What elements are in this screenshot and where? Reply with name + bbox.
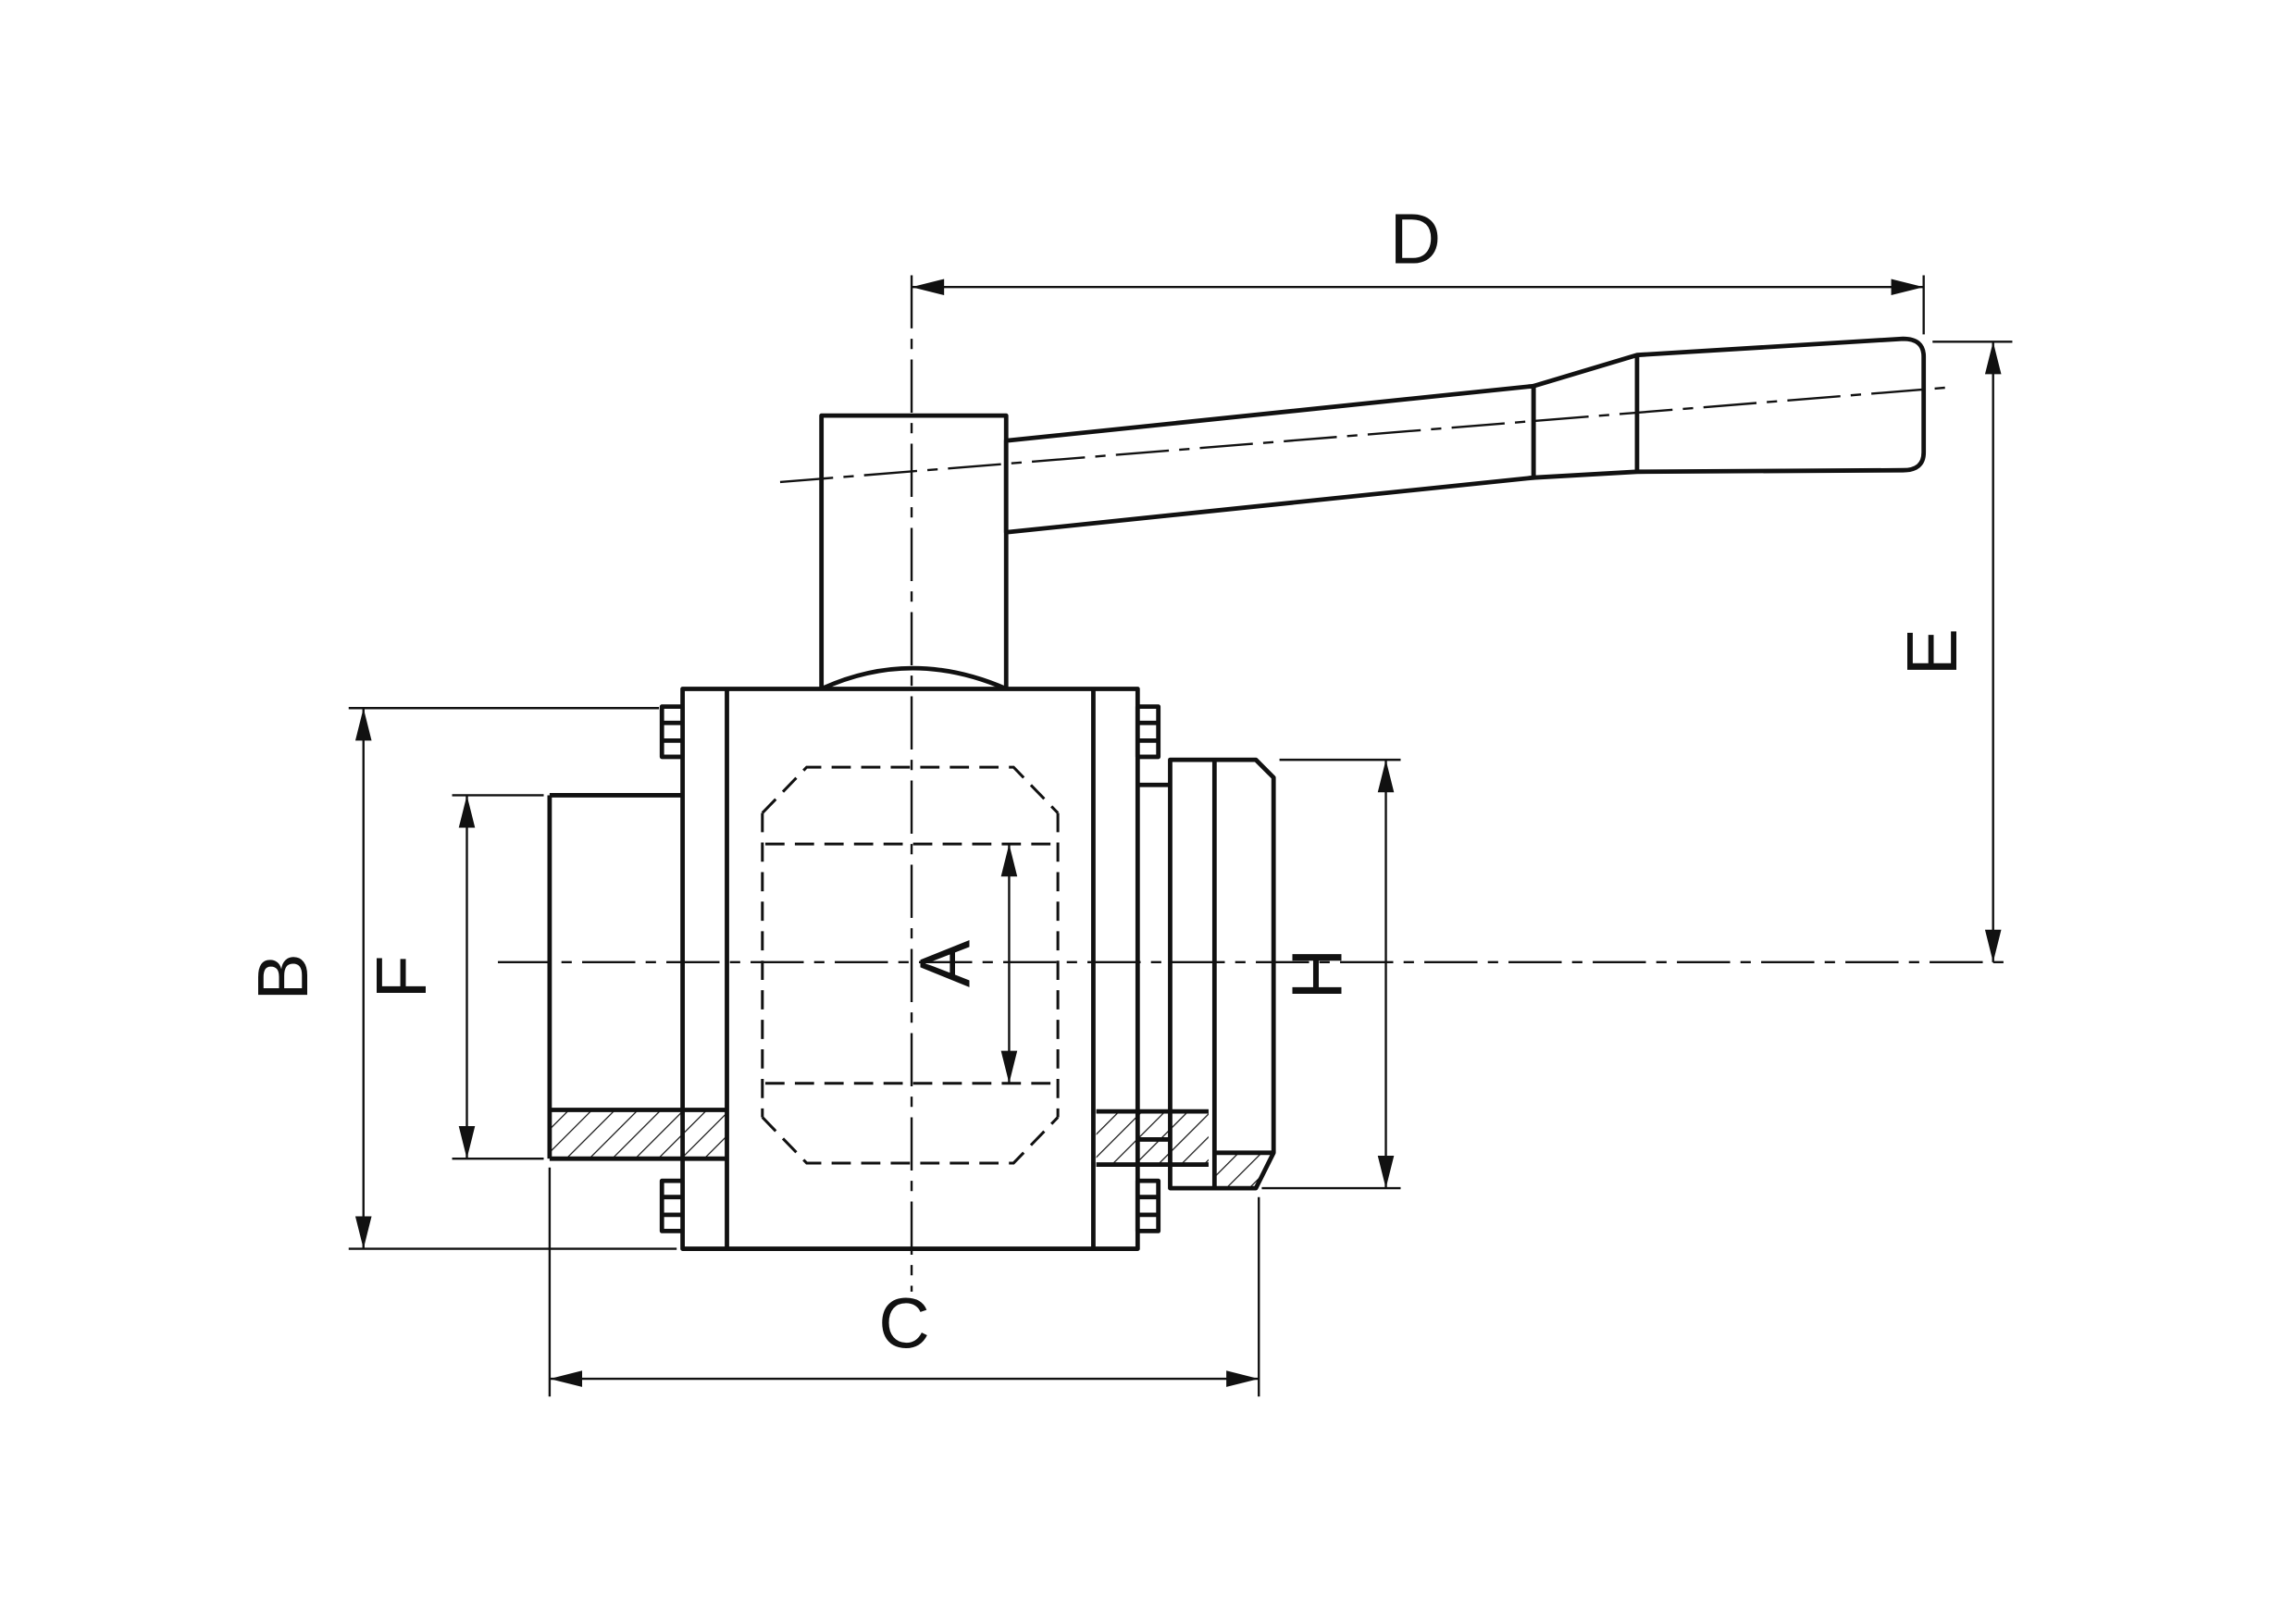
handle-grip <box>1531 336 1927 480</box>
dim-e-arrow-top <box>1984 341 2002 375</box>
dim-b-label: B <box>244 953 323 1000</box>
flange-tab-bottom-left <box>659 1178 685 1233</box>
dim-c-arrow-left <box>549 1370 583 1387</box>
flange-tab-bottom-right <box>1135 1178 1161 1233</box>
handle-rod <box>1003 383 1536 535</box>
dim-e-label: E <box>1893 628 1972 675</box>
dimension-d: D <box>912 201 1925 335</box>
flange-tab-top-right <box>1135 704 1161 760</box>
left-port-section-hatch <box>549 1109 727 1159</box>
union-nut <box>1168 757 1276 1191</box>
dim-a-arrow-bottom <box>1000 1050 1018 1084</box>
dim-f-label: F <box>363 955 441 998</box>
dimension-f: F <box>363 794 544 1160</box>
center-lines <box>498 275 2013 1292</box>
dim-d-arrow-right <box>1891 279 1924 296</box>
right-section-hatch <box>1096 1109 1274 1189</box>
dimension-c: C <box>548 1167 1260 1397</box>
dim-a-arrow-top <box>1000 844 1018 877</box>
valve-stem <box>819 413 1009 689</box>
dim-f-arrow-top <box>458 795 476 828</box>
dimension-e: E <box>1893 341 2013 962</box>
dim-d-arrow-left <box>912 279 945 296</box>
dimension-h: H <box>1261 758 1401 1190</box>
ball-pocket-hidden-outline <box>761 765 1060 1165</box>
flange-tab-top-left <box>659 704 685 760</box>
hidden-lines <box>761 765 1060 1165</box>
dim-e-arrow-bottom <box>1984 929 2002 962</box>
dim-h-label: H <box>1279 948 1358 999</box>
valve-outlines <box>547 336 1927 1251</box>
dim-h-arrow-bottom <box>1377 1155 1395 1189</box>
dim-c-label: C <box>878 1285 929 1364</box>
dim-b-arrow-top <box>354 708 372 741</box>
dim-c-arrow-right <box>1226 1370 1260 1387</box>
dim-d-label: D <box>1390 201 1441 279</box>
valve-body <box>680 687 1140 1251</box>
dim-b-arrow-bottom <box>354 1216 372 1249</box>
dim-f-arrow-bottom <box>458 1126 476 1159</box>
dim-h-arrow-top <box>1377 760 1395 793</box>
dim-a-label: A <box>906 940 985 987</box>
dimension-a: A <box>906 844 1018 1084</box>
dimension-b: B <box>244 707 677 1250</box>
stem-boss-arc <box>820 665 1008 691</box>
centerline-handle-axis <box>779 386 1948 484</box>
